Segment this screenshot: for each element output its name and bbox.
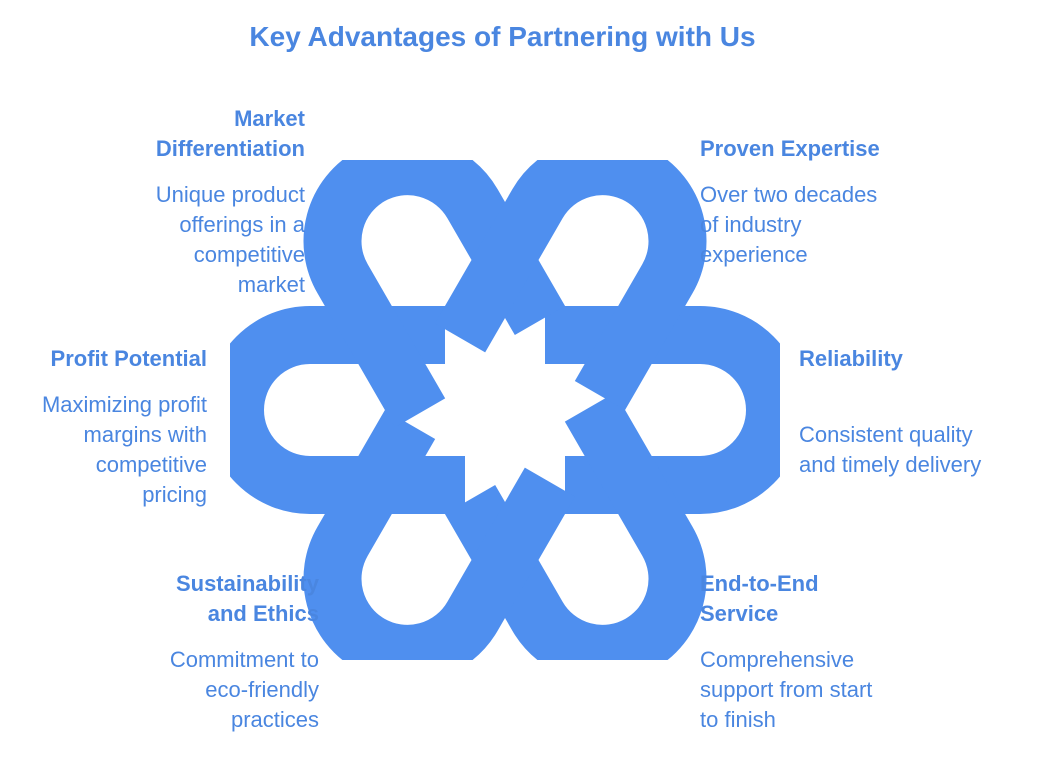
advantage-description: Unique product offerings in a competitiv… bbox=[155, 182, 305, 297]
advantage-description: Over two decades of industry experience bbox=[700, 182, 878, 267]
advantage-profit-potential: Profit Potential Maximizing profit margi… bbox=[0, 344, 207, 510]
advantage-heading: Profit Potential bbox=[50, 346, 207, 371]
advantage-heading: Reliability bbox=[799, 346, 903, 371]
advantage-end-to-end-service: End-to-End Service Comprehensive support… bbox=[700, 569, 960, 735]
advantage-description: Maximizing profit margins with competiti… bbox=[41, 392, 207, 507]
advantage-reliability: Reliability Consistent quality and timel… bbox=[799, 344, 1029, 480]
advantage-proven-expertise: Proven Expertise Over two decades of ind… bbox=[700, 134, 980, 270]
advantage-heading: Sustainability and Ethics bbox=[175, 571, 319, 626]
advantage-heading: Proven Expertise bbox=[700, 136, 880, 161]
advantage-market-differentiation: Market Differentiation Unique product of… bbox=[80, 104, 305, 300]
diagram-title: Key Advantages of Partnering with Us bbox=[249, 21, 756, 52]
emblem-loop bbox=[303, 409, 576, 660]
emblem-loop bbox=[545, 306, 780, 514]
emblem-loop bbox=[444, 392, 707, 660]
advantage-heading: End-to-End Service bbox=[700, 571, 819, 626]
emblem-loop bbox=[230, 306, 465, 514]
advantage-description: Commitment to eco-friendly practices bbox=[169, 647, 319, 732]
advantage-description: Comprehensive support from start to fini… bbox=[700, 647, 873, 732]
emblem-loop bbox=[434, 160, 707, 411]
advantage-description: Consistent quality and timely delivery bbox=[799, 422, 982, 477]
advantage-heading: Market Differentiation bbox=[155, 106, 305, 161]
emblem-loop bbox=[303, 160, 566, 428]
interlocking-loops-emblem-icon bbox=[230, 160, 780, 660]
advantage-sustainability-ethics: Sustainability and Ethics Commitment to … bbox=[60, 569, 319, 735]
